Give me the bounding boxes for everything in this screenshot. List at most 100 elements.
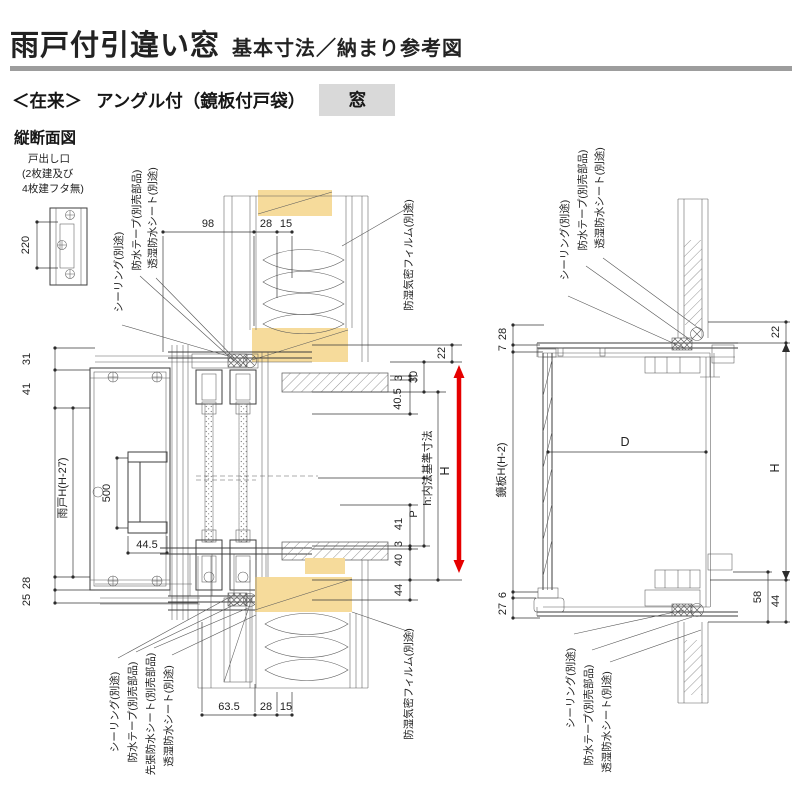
- dim-31: 31: [21, 353, 33, 365]
- dim-7-rv: 7: [497, 345, 509, 351]
- dim-28-bottom: 28: [260, 701, 272, 713]
- dimensions-top: 98 28 15: [161, 218, 294, 352]
- anchor-icon: [690, 603, 704, 617]
- interior-board-bottom: [281, 541, 389, 561]
- glass-pane-inner: [204, 403, 214, 543]
- window-badge: 窓: [319, 84, 396, 116]
- label-sealing-top-right: シーリング(別途): [558, 200, 571, 281]
- dim-28-top: 28: [260, 218, 272, 230]
- dim-44-left-view: 44: [393, 584, 405, 596]
- upper-wall: [223, 190, 369, 362]
- dim-58-rv: 58: [752, 591, 764, 603]
- page-header: 雨戸付引違い窓 基本寸法／納まり参考図: [10, 22, 463, 64]
- dim-27-rv: 27: [497, 603, 509, 615]
- label-sheet-top-right: 透湿防水シート(別途): [593, 147, 606, 249]
- lower-wall: [197, 556, 369, 689]
- dim-44-rv: 44: [770, 595, 782, 607]
- dim-15-bottom: 15: [280, 701, 292, 713]
- dimensions-right-view-right: 22 H 58 44: [708, 320, 790, 624]
- label-tape-top-right: 防水テープ(別売部品): [576, 150, 589, 251]
- dim-3-bottom: 3: [393, 541, 405, 547]
- dim-H-rv: H: [768, 463, 782, 472]
- shutter-exit-part: 220: [20, 207, 88, 286]
- construction-method-label: ＜在来＞: [12, 90, 82, 111]
- exit-note-line1: 戸出し口: [28, 152, 70, 165]
- dim-H-left-view: H: [438, 466, 452, 475]
- dim-41-left: 41: [21, 383, 33, 395]
- dimensions-right-view-left: 28 7 鏡板H(H-2) 6 27: [494, 323, 544, 620]
- seal-block-head: [671, 337, 693, 351]
- dim-22-rv: 22: [770, 326, 782, 338]
- sash-roller: [237, 571, 249, 583]
- dim-63-5: 63.5: [218, 701, 239, 713]
- dimensions-right-chains: 22 30 3 40.5 h:内法基準寸法 H P 41 3 40 44: [312, 343, 462, 602]
- wood-block-sill: [305, 558, 345, 574]
- insulation-batt-upper: [262, 249, 345, 335]
- label-film-top: 防湿気密フィルム(別途): [402, 199, 415, 311]
- anchor-icon: [243, 354, 257, 368]
- dim-P: P: [408, 510, 420, 517]
- label-tape-top-left: 防水テープ(別売部品): [130, 170, 143, 271]
- dim-3-top: 3: [393, 375, 405, 381]
- label-film-bottom: 防湿気密フィルム(別途): [402, 628, 415, 740]
- variant-row: ＜在来＞ アングル付（鏡板付戸袋） 窓: [12, 84, 396, 116]
- label-sealing-bottom-right: シーリング(別途): [564, 648, 577, 729]
- pocket-sill: [536, 553, 738, 617]
- screw-icon: [57, 210, 75, 279]
- label-tape-bottom-right: 防水テープ(別売部品): [582, 665, 595, 766]
- section-view-title: 縦断面図: [14, 130, 77, 147]
- dim-40-5: 40.5: [392, 388, 404, 409]
- shutter-handle: [127, 451, 168, 534]
- dim-500: 500: [101, 484, 113, 502]
- anchor-icon: [690, 327, 704, 341]
- screw-icon: [107, 371, 163, 587]
- insulation-batt-lower: [264, 613, 349, 681]
- label-sealing-bottom-left: シーリング(別途): [108, 672, 121, 753]
- spec-label: アングル付（鏡板付戸袋）: [96, 90, 306, 111]
- height-arrow: [453, 365, 465, 573]
- dimension-depth: D: [546, 435, 708, 454]
- dim-28-rv: 28: [497, 328, 509, 340]
- dim-40: 40: [393, 554, 405, 566]
- framing-member: [223, 597, 253, 683]
- label-sealing-top-left: シーリング(別途): [112, 232, 125, 313]
- seal-block-top: [227, 353, 248, 368]
- left-section-view: 戸出し口 (2枚建及び 4枚建フタ無) 220: [20, 152, 465, 775]
- dimensions-bottom: 63.5 28 15: [200, 622, 294, 717]
- shutter-hole: [92, 486, 104, 498]
- exit-note-line2: (2枚建及び: [22, 167, 74, 180]
- pocket-head: [536, 342, 738, 378]
- dim-shutter-height: 雨戸H(H-27): [57, 457, 69, 518]
- label-presheet-bottom-left: 先張防水シート(別売部品): [144, 653, 157, 776]
- upper-wall-right-view: [671, 198, 709, 351]
- dim-mirror-height: 鏡板H(H-2): [494, 443, 508, 498]
- dim-inner-standard: h:内法基準寸法: [420, 430, 434, 505]
- dim-44-5: 44.5: [136, 539, 157, 551]
- label-tape-bottom-left: 防水テープ(別売部品): [126, 662, 139, 763]
- label-sheet-bottom-right: 透湿防水シート(別途): [600, 671, 613, 773]
- dim-part-220: 220: [20, 236, 32, 254]
- label-sheet-bottom-left: 透湿防水シート(別途): [162, 665, 175, 767]
- header-divider: [10, 66, 792, 71]
- label-sheet-top-left: 透湿防水シート(別途): [146, 167, 159, 269]
- sash-roller: [203, 571, 215, 583]
- mirror-panel: [533, 348, 565, 613]
- seal-block-bottom: [227, 592, 248, 607]
- dim-6-rv: 6: [497, 592, 509, 598]
- shutter-exit-note: 戸出し口 (2枚建及び 4枚建フタ無): [22, 152, 84, 195]
- lower-wall-right-view: [677, 357, 711, 704]
- interior-board-top: [281, 372, 389, 393]
- window-sash-section: [160, 345, 389, 620]
- dim-22-right: 22: [436, 347, 448, 359]
- page-subtitle: 基本寸法／納まり参考図: [232, 38, 464, 60]
- page-title: 雨戸付引違い窓: [10, 30, 221, 62]
- material-leaders-left-view: シーリング(別途) 防水テープ(別売部品) 透湿防水シート(別途) 防湿気密フィ…: [108, 167, 415, 775]
- seal-block-sill: [671, 603, 693, 617]
- storm-shutter-panel: 500 44.5 雨戸H(H-27): [57, 355, 312, 605]
- dim-28-left: 28: [21, 577, 33, 589]
- dim-98: 98: [202, 218, 214, 230]
- dim-D: D: [620, 435, 629, 449]
- right-section-view: 28 7 鏡板H(H-2) 6 27 D 22 H 58 44: [494, 147, 790, 773]
